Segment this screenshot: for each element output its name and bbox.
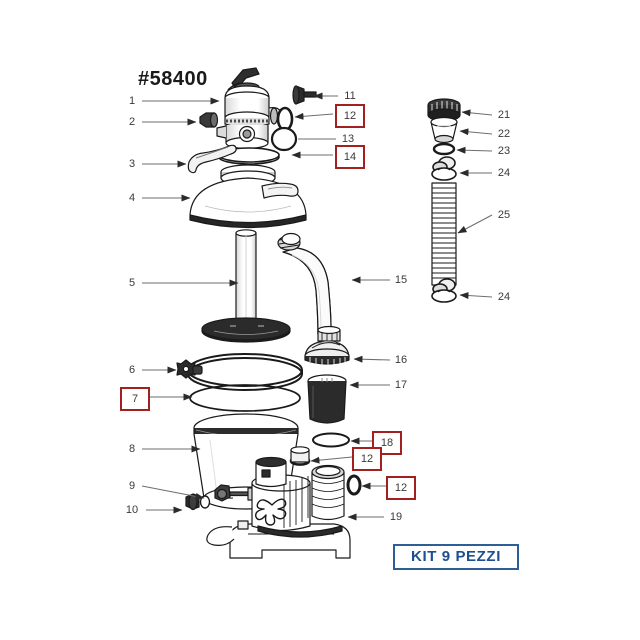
art-oring-12c	[346, 474, 362, 496]
callout-16: 16	[394, 354, 408, 366]
callout-22: 22	[497, 128, 511, 140]
callout-box-12c: 12	[386, 476, 416, 500]
art-clamp-bottom	[431, 278, 457, 303]
leader-lines	[141, 92, 493, 521]
callout-3: 3	[128, 158, 136, 170]
art-drain-assembly	[185, 484, 255, 511]
art-standpipe	[201, 229, 291, 343]
art-oring-13	[270, 126, 298, 152]
art-clamp-ring	[176, 353, 303, 391]
callout-6: 6	[128, 364, 136, 376]
art-hose-kit	[427, 98, 461, 303]
kit-badge: KIT 9 PEZZI	[393, 544, 519, 570]
art-tank-oring	[189, 384, 301, 412]
art-oring-12a	[276, 106, 294, 132]
callout-box-12a: 12	[335, 104, 365, 128]
art-elbow-hose	[277, 232, 341, 342]
art-adapter-collar	[430, 116, 458, 144]
art-strainer-cap	[304, 340, 350, 365]
callout-21: 21	[497, 109, 511, 121]
art-tank-dome	[189, 164, 307, 229]
callout-13: 13	[341, 133, 355, 145]
callout-1: 1	[128, 95, 136, 107]
art-strainer-basket	[307, 374, 347, 424]
callout-24: 24	[497, 167, 511, 179]
art-clamp-top	[431, 156, 457, 181]
callout-4: 4	[128, 192, 136, 204]
callout-9: 9	[128, 480, 136, 492]
callout-19: 19	[389, 511, 403, 523]
callout-5: 5	[128, 277, 136, 289]
art-drain-plug	[292, 85, 317, 105]
callout-24b: 24	[497, 291, 511, 303]
art-clamp-handle	[187, 144, 237, 174]
art-pump-assembly	[206, 446, 351, 559]
callout-23: 23	[497, 145, 511, 157]
callout-2: 2	[128, 116, 136, 128]
callout-box-12b: 12	[352, 447, 382, 471]
art-oring-18	[312, 432, 350, 448]
callout-17: 17	[394, 379, 408, 391]
art-port-fitting	[199, 112, 219, 128]
art-oring-23	[432, 142, 456, 156]
callout-11: 11	[344, 90, 356, 102]
callout-8: 8	[128, 443, 136, 455]
callout-10: 10	[125, 504, 139, 516]
page-title: #58400	[138, 68, 208, 90]
callout-15: 15	[394, 274, 408, 286]
callout-box-14: 14	[335, 145, 365, 169]
callout-box-7: 7	[120, 387, 150, 411]
art-corrugated-hose	[431, 182, 457, 286]
callout-25: 25	[497, 209, 511, 221]
art-valve-head	[216, 67, 282, 150]
